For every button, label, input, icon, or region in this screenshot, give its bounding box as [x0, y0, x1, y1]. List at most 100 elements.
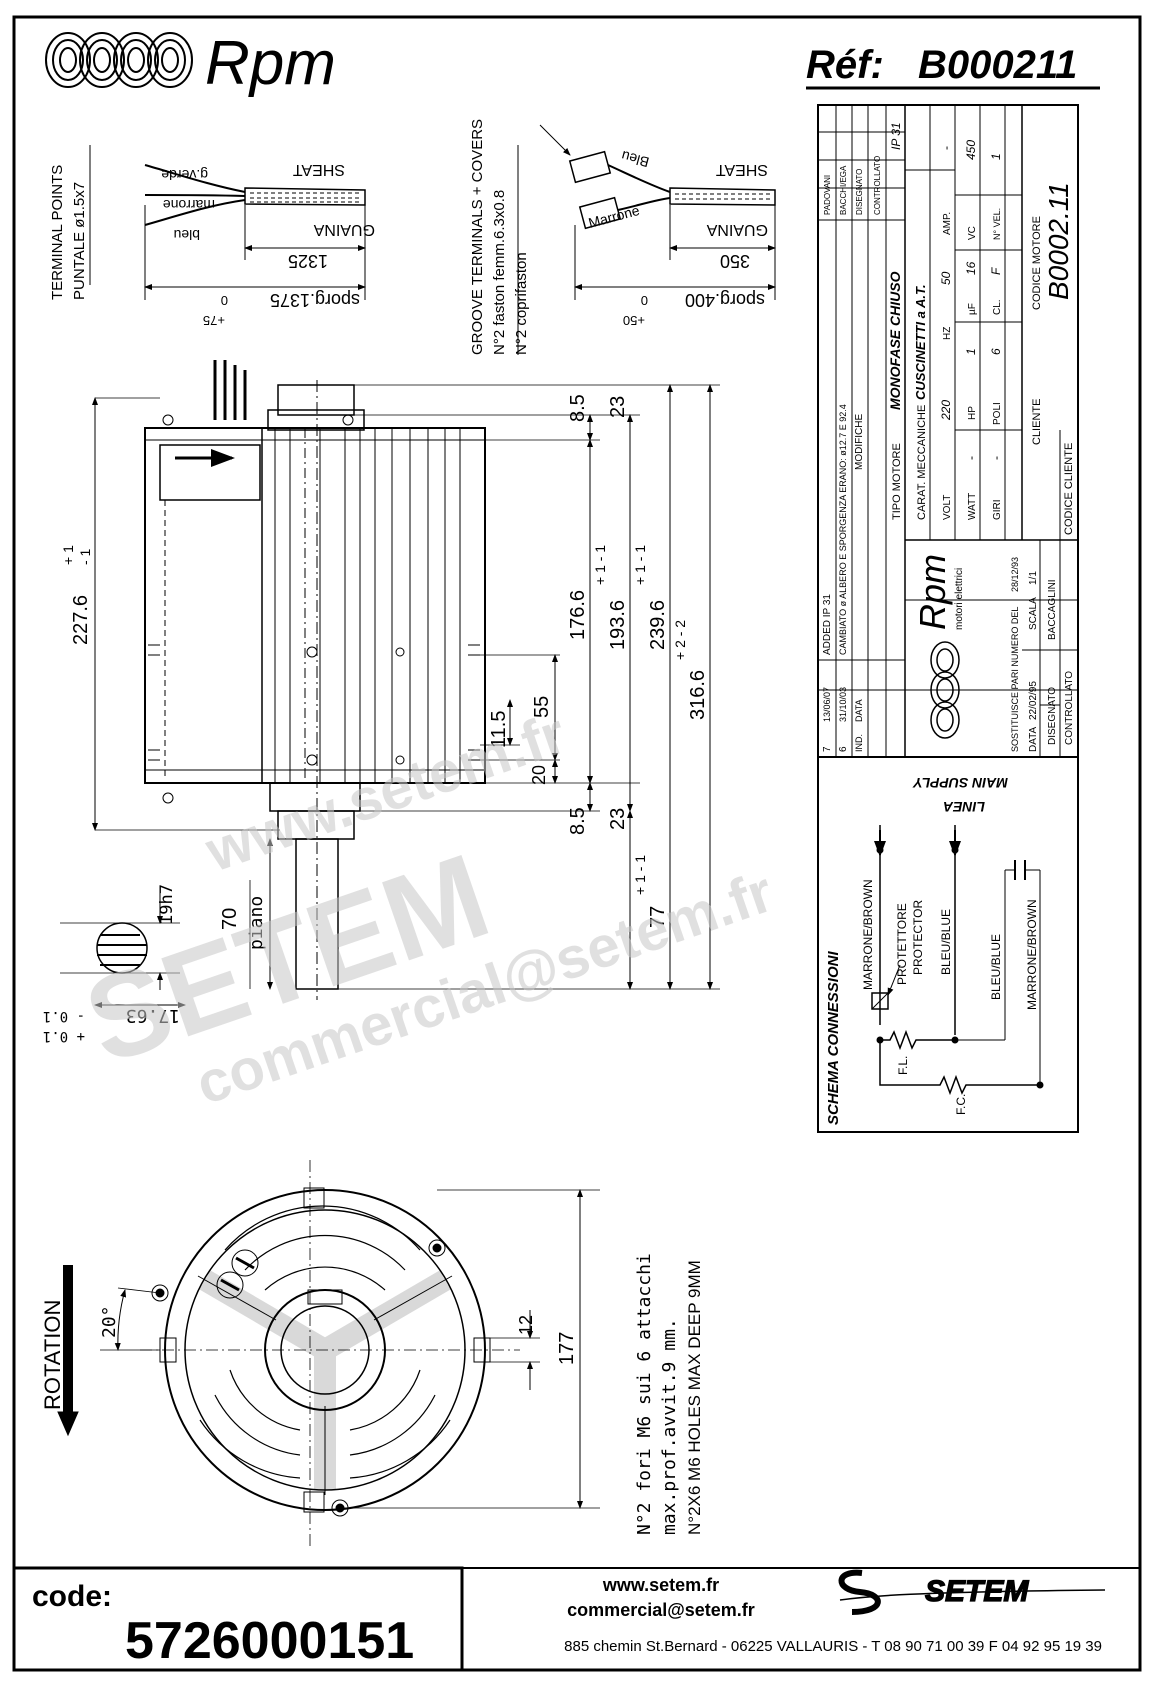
sporg-400: sporg.400 — [685, 290, 765, 310]
rev-7-date: 13/06/07 — [822, 687, 832, 722]
shaft-fit-19h7: 19h7 — [157, 884, 177, 925]
cl-label: CL. — [992, 299, 1003, 315]
wire-blue-right-label: Bleu — [620, 148, 651, 171]
dim-12: 12 — [516, 1315, 536, 1335]
faston-label: N°2 faston femm.6.3x0.8 — [491, 190, 508, 355]
tol-shaft-minus: - 0.1 — [43, 1008, 85, 1024]
footer: code: 5726000151 www.setem.fr commercial… — [12, 1566, 1140, 1672]
tol-316: + 2 - 2 — [672, 620, 688, 660]
dim-177: 177 — [556, 1332, 578, 1365]
note-holes-it: N°2 fori M6 sui 6 attacchi — [634, 1253, 655, 1535]
rpm-coil-logo — [45, 32, 193, 88]
end-view-text: ROTATION 20° 12 177 N°2 fori M6 sui 6 at… — [40, 1253, 704, 1535]
wire-green-label: g.verde — [161, 167, 208, 183]
company-brand: Rpm — [912, 554, 953, 630]
main-supply-label: MAIN SUPPLY — [912, 775, 1008, 791]
sign-disegnato: DISEGNATO — [855, 169, 864, 215]
protettore-label: PROTETTORE — [895, 903, 909, 985]
sign-padovani: PADOVANI — [823, 175, 832, 215]
dim-239-6: 239.6 — [647, 600, 669, 650]
code-box — [12, 1566, 464, 1672]
tol-shaft-plus: + 0.1 — [43, 1028, 85, 1044]
poli-value: 6 — [989, 348, 1003, 355]
terminal-points-label: TERMINAL POINTS — [49, 165, 66, 300]
motor-end-view — [57, 1160, 600, 1550]
cliente-label: CLIENTE — [1031, 399, 1043, 445]
title-block — [817, 104, 1079, 758]
piano-label: piano — [246, 896, 267, 950]
company-sub: motori elettrici — [954, 568, 965, 630]
angle-20: 20° — [99, 1305, 120, 1338]
vc-label: VC — [967, 226, 978, 240]
tol-193: + 1 - 1 — [592, 545, 608, 585]
footer-web: www.setem.fr — [602, 1575, 719, 1595]
data-value: 22/02/95 — [1028, 681, 1039, 720]
tol-plus-left: +75 — [203, 313, 225, 328]
sost-date: 28/12/93 — [1010, 557, 1020, 592]
nvel-value: 1 — [989, 153, 1003, 160]
dim-316-6: 316.6 — [687, 670, 709, 720]
sign-bacchi: BACCHI/EGA — [839, 165, 848, 215]
guaina-right-label: GUAINA — [706, 221, 768, 238]
vc-value: 450 — [964, 140, 978, 160]
disegnato-label: DISEGNATO — [1047, 687, 1058, 745]
wire-brown-label: marrone — [163, 197, 215, 213]
hp-label: HP — [967, 406, 978, 420]
guaina-label: GUAINA — [313, 221, 375, 238]
hp-value: 1 — [964, 348, 978, 355]
col-data: DATA — [854, 699, 864, 722]
disegnato-value: BACCAGLINI — [1047, 579, 1058, 640]
footer-address: 885 chemin St.Bernard - 06225 VALLAURIS … — [564, 1638, 1102, 1655]
controllato-label: CONTROLLATO — [1064, 671, 1075, 745]
tol-plus-right: +50 — [623, 313, 645, 328]
dim-176-6: 176.6 — [567, 590, 589, 640]
connection-schema-text: SCHEMA CONNESSIONI MAIN SUPPLY LINEA MAR… — [825, 775, 1039, 1125]
dim-23-top: 23 — [607, 396, 629, 418]
volt-label: VOLT — [942, 495, 953, 520]
marrone-brown-2-label: MARRONE/BROWN — [1025, 899, 1039, 1010]
groove-terminals-label: GROOVE TERMINALS + COVERS — [469, 119, 486, 355]
tol-227-minus: - 1 — [77, 548, 93, 565]
tol-zero-left: 0 — [221, 293, 228, 308]
uf-label: µF — [967, 303, 978, 315]
rev-6-date: 31/10/03 — [838, 687, 848, 722]
dim-70: 70 — [219, 908, 241, 930]
brand-logo-text: Rpm — [205, 29, 336, 98]
tol-239: + 1 - 1 — [632, 545, 648, 585]
header-logo: Rpm — [45, 29, 336, 98]
hz-value: 50 — [939, 271, 953, 285]
codice-motore-label: CODICE MOTORE — [1031, 216, 1043, 310]
hz-label: HZ — [942, 327, 953, 340]
rev-7-number: 7 — [822, 746, 833, 752]
length-1325: 1325 — [288, 251, 328, 271]
uf-value: 16 — [964, 261, 978, 275]
cable-detail-left: TERMINAL POINTS PUNTALE ø1.5x7 g.verde m… — [49, 145, 375, 328]
tipo-motore-label: TIPO MOTORE — [891, 443, 903, 520]
rev-7-text: ADDED IP 31 — [822, 594, 833, 655]
ip-rating: IP 31 — [889, 122, 903, 150]
dim-55: 55 — [531, 696, 553, 718]
coprifaston-label: N°2 coprifaston — [513, 252, 530, 355]
dim-11-5: 11.5 — [488, 711, 510, 748]
cable-detail-right: GROOVE TERMINALS + COVERS N°2 faston fem… — [469, 119, 776, 355]
sign-controllato: CONTROLLATO — [873, 156, 882, 215]
dim-8-5-top: 8.5 — [567, 394, 589, 422]
ref-value: B000211 — [918, 43, 1077, 87]
setem-logo-text: SETEM — [925, 1575, 1029, 1608]
dim-20: 20 — [529, 765, 549, 785]
setem-logo: SETEM — [838, 1569, 1106, 1615]
schema-title: SCHEMA CONNESSIONI — [825, 951, 842, 1125]
side-view-dimensions: 227.6 + 1 - 1 8.5 23 176.6 193.6 239.6 3… — [43, 394, 709, 1044]
scala-label: SCALA — [1028, 597, 1039, 630]
wire-blue-label: bleu — [174, 227, 200, 243]
amp-value: - — [939, 146, 953, 150]
tol-77: + 1 - 1 — [632, 855, 648, 895]
data-label: DATA — [1028, 726, 1039, 752]
tipo-motore-value: MONOFASE CHIUSO — [887, 271, 903, 410]
dim-77: 77 — [647, 906, 669, 928]
cl-value: F — [989, 267, 1003, 275]
dim-8-5-bottom: 8.5 — [567, 807, 589, 835]
sheat-right-label: SHEAT — [716, 161, 768, 178]
dim-17-63: 17.63 — [126, 1005, 180, 1026]
